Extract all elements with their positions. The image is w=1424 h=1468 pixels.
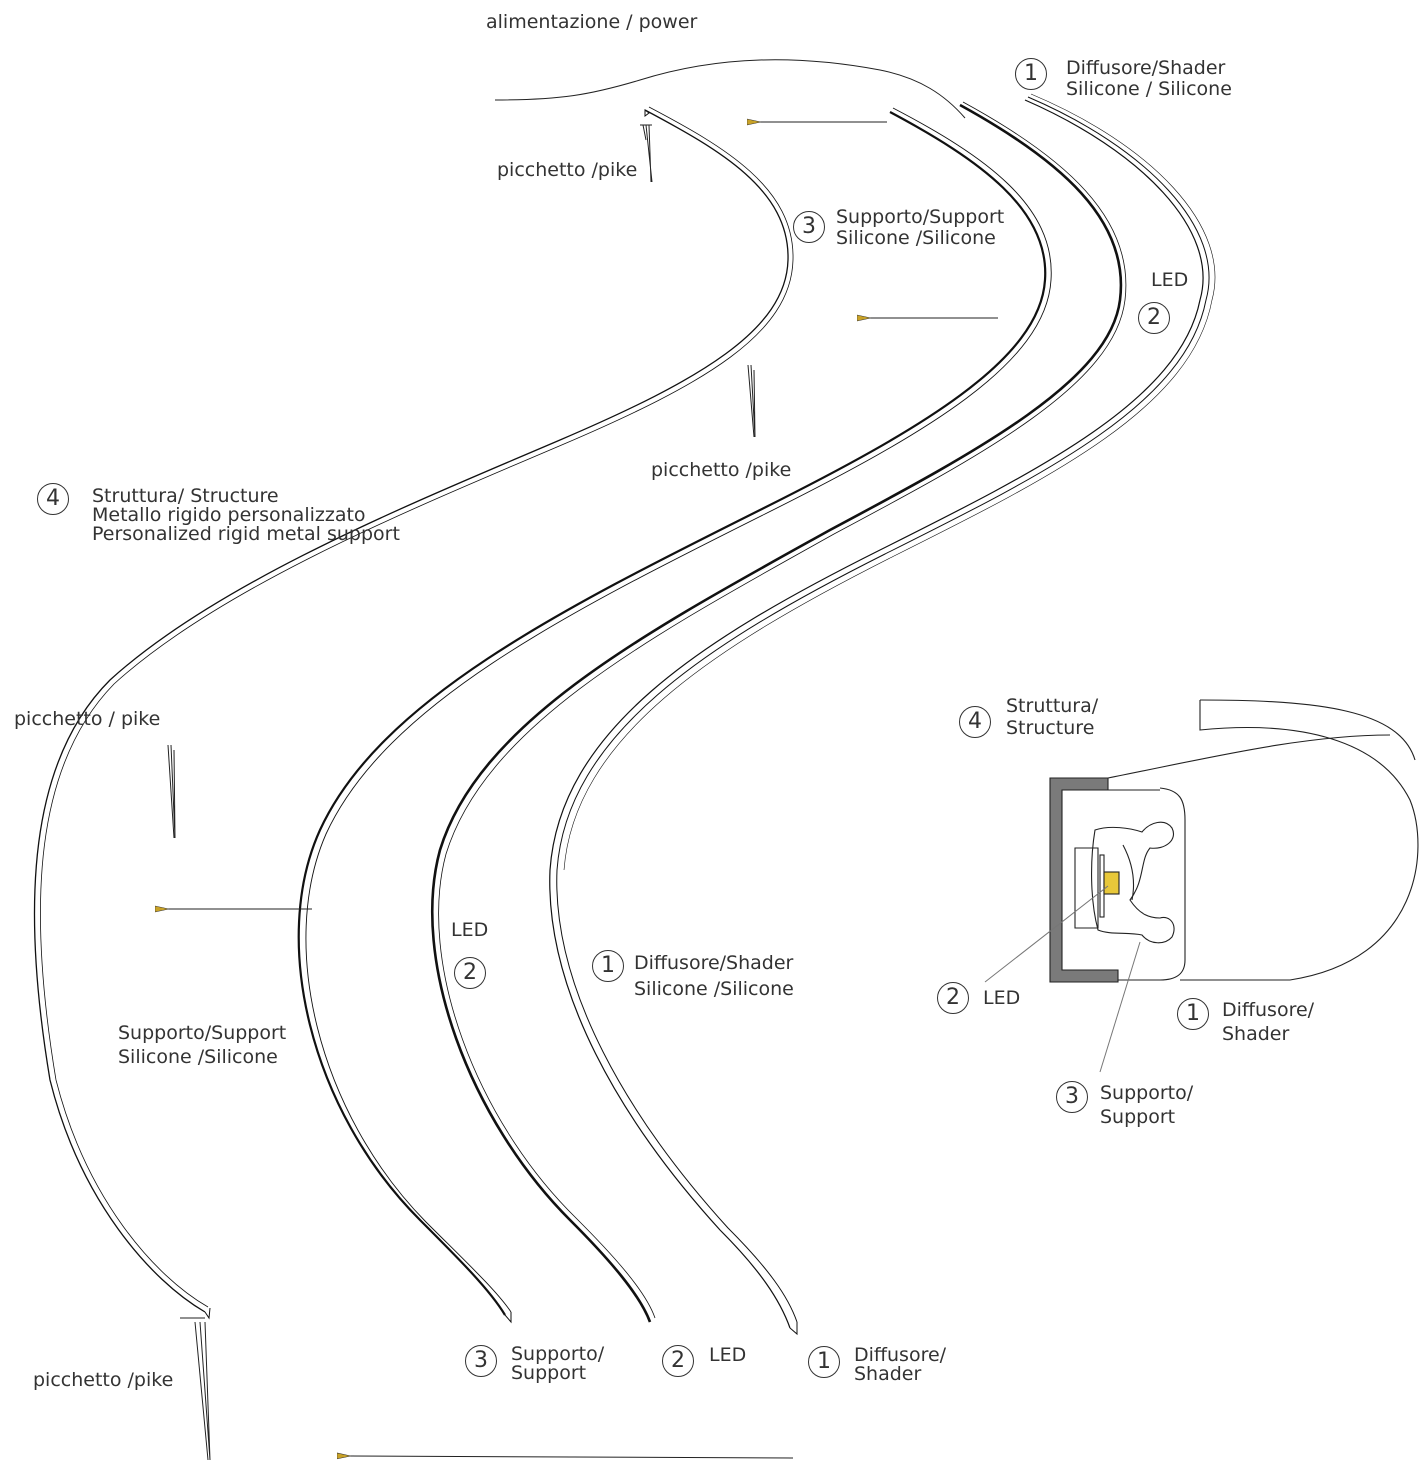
top-diffuser-number: 1 [1015, 58, 1047, 90]
bottom-diffuser-number: 1 [808, 1346, 840, 1378]
bottom-support-number: 3 [465, 1345, 497, 1377]
structure-strip [33, 106, 794, 1320]
top-led-number: 2 [1138, 302, 1170, 334]
power-cable [494, 59, 966, 119]
mid-diffuser-number: 1 [592, 950, 624, 982]
section-diffuser-number: 1 [1177, 998, 1209, 1030]
bottom-led-number: 2 [662, 1345, 694, 1377]
section-led-label: LED [983, 987, 1021, 1009]
power-label: alimentazione / power [486, 11, 698, 33]
structure-number: 4 [37, 483, 69, 515]
section-structure-label: Struttura/Structure [1006, 695, 1099, 739]
pike-3 [167, 744, 176, 839]
section-support-number: 3 [1056, 1081, 1088, 1113]
bottom-support-label: Supporto/Support [511, 1343, 605, 1384]
pike-2 [747, 364, 756, 438]
pike-label-2: picchetto /pike [651, 459, 792, 481]
pike-label-1: picchetto /pike [497, 159, 638, 181]
arrow-4 [350, 1456, 794, 1458]
support-strip [297, 107, 1052, 1324]
bottom-led-label: LED [709, 1344, 747, 1366]
led-strip [431, 101, 1127, 1323]
pike-label-4: picchetto /pike [33, 1369, 174, 1391]
diffuser-strip [549, 93, 1216, 1336]
section-led-number: 2 [937, 982, 969, 1014]
pike-4 [180, 1317, 211, 1461]
top-led-label: LED [1151, 269, 1189, 291]
section-structure-number: 4 [959, 706, 991, 738]
leader-lines [984, 885, 1141, 1073]
bottom-diffuser-label: Diffusore/Shader [854, 1344, 947, 1385]
pike-1 [640, 124, 653, 183]
cross-section [1049, 699, 1419, 983]
section-diffuser-label: Diffusore/Shader [1222, 999, 1315, 1045]
top-support-number: 3 [793, 211, 825, 243]
led-chip [1103, 871, 1120, 895]
section-support-label: Supporto/Support [1100, 1082, 1194, 1128]
mid-led-number: 2 [454, 957, 486, 989]
pike-label-3: picchetto / pike [14, 708, 161, 730]
mid-led-label: LED [451, 919, 489, 941]
